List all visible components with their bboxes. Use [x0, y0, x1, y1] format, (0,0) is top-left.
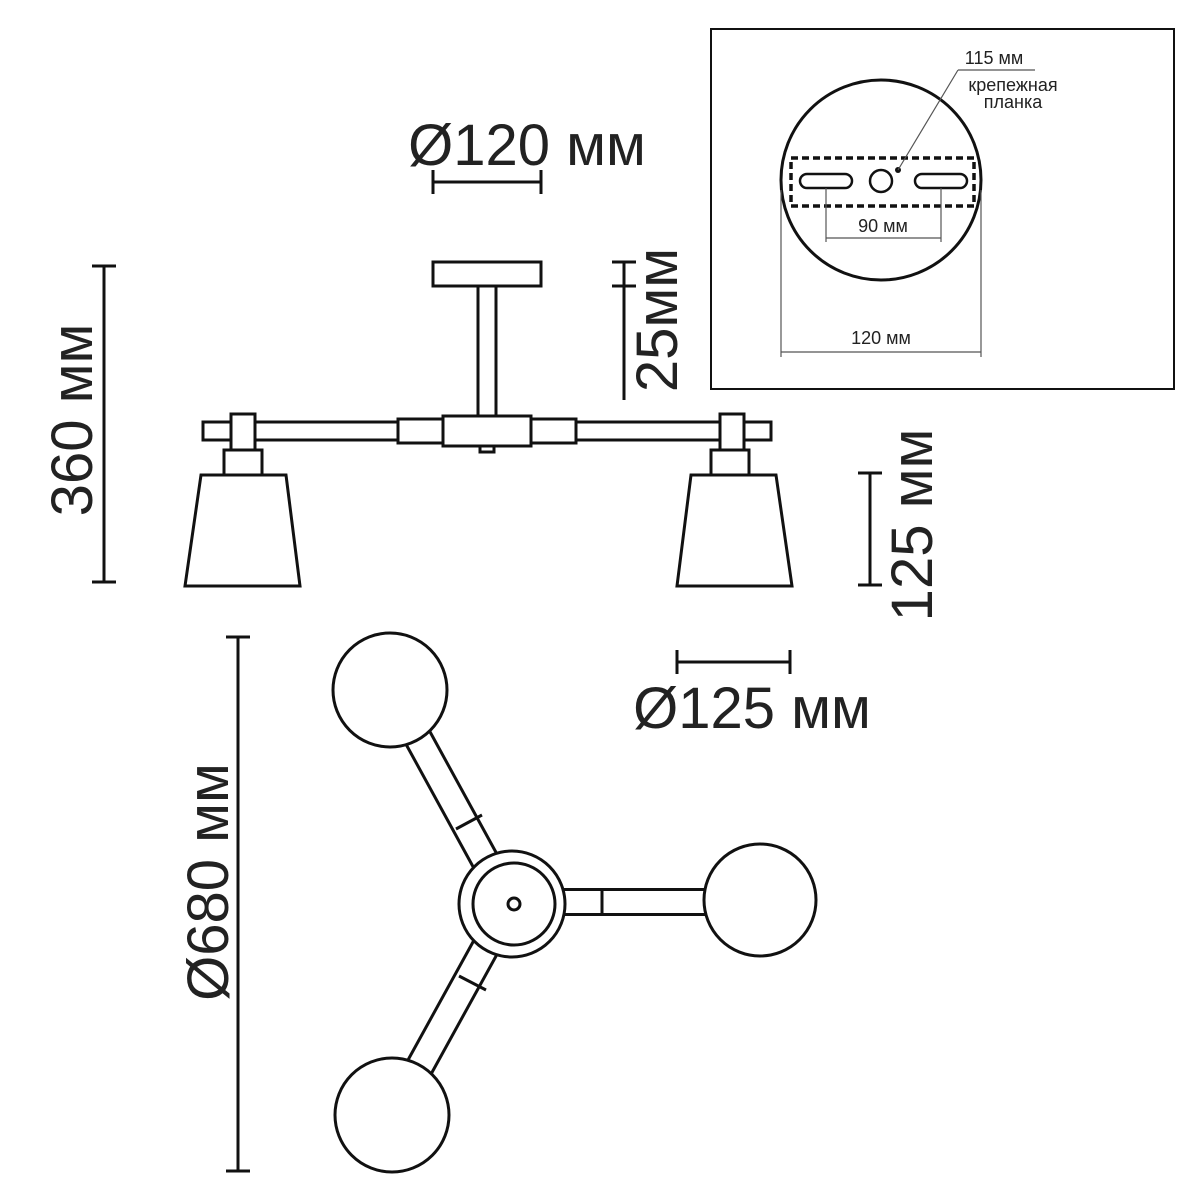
right-sleeve: [529, 417, 578, 445]
hub-screw: [506, 896, 522, 912]
bracket-label-line2: планка: [984, 92, 1043, 112]
shade-height-label: 125 мм: [880, 429, 945, 622]
bracket-label-line1: крепежная: [968, 75, 1057, 95]
top-view: [331, 631, 818, 1174]
shade-top-lower-left: [333, 1056, 451, 1174]
plate-diameter-label: 120 мм: [851, 328, 911, 348]
canopy-plate: [431, 260, 543, 288]
center-tab: [478, 444, 496, 454]
left-sleeve: [396, 417, 445, 445]
stem: [476, 284, 498, 420]
total-height-label: 360 мм: [40, 324, 105, 517]
top-dimensions: Ø680 мм: [176, 635, 250, 1173]
right-slot: [913, 172, 969, 190]
right-holder-block: [718, 412, 746, 452]
side-dimensions: Ø120 мм 360 мм 25мм 125 мм Ø125 мм: [40, 113, 945, 741]
side-view: [183, 260, 794, 588]
right-socket: [709, 448, 751, 477]
total-diameter-label: Ø680 мм: [176, 763, 241, 1001]
mounting-bracket: [789, 156, 976, 208]
left-holder-block: [229, 412, 257, 452]
right-lamp: [675, 412, 794, 588]
shade-top-upper-left: [331, 631, 449, 749]
shade-top-right: [702, 842, 818, 958]
canopy-diameter-label: Ø120 мм: [408, 113, 646, 178]
center-hole: [868, 168, 894, 194]
mounting-inset: 115 мм крепежная планка 90 мм 120 мм: [710, 28, 1175, 390]
bracket-length-label: 115 мм: [965, 48, 1023, 68]
center-block: [441, 414, 533, 448]
left-lamp: [183, 412, 302, 588]
stem-height-label: 25мм: [625, 248, 690, 392]
left-slot: [798, 172, 854, 190]
shade-diameter-label: Ø125 мм: [633, 676, 871, 741]
right-shade: [675, 473, 794, 588]
left-socket: [222, 448, 264, 477]
left-shade: [183, 473, 302, 588]
hole-spacing-label: 90 мм: [858, 216, 908, 236]
